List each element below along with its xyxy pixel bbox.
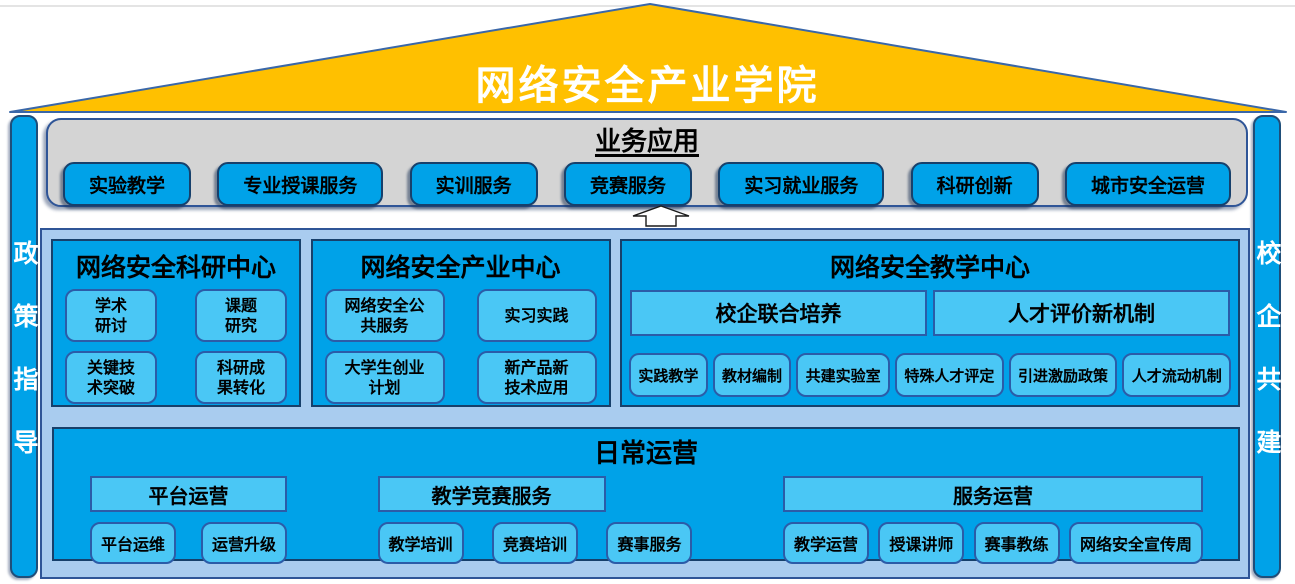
pillar-school-enterprise: 校企共建 xyxy=(1253,115,1282,578)
daily-ops-groups: 平台运营 平台运维 运营升级 教学竞赛服务 教学培训 竞赛培训 赛事服务 服 xyxy=(54,470,1238,564)
box-competition-training: 竞赛培训 xyxy=(491,522,578,564)
center-industry: 网络安全产业中心 网络安全公 共服务 实习实践 大学生创业 计划 新产品新 技术… xyxy=(310,239,611,407)
box-incentive-policy: 引进激励政策 xyxy=(1008,353,1118,397)
center-teaching-headers: 校企联合培养 人才评价新机制 xyxy=(622,284,1238,336)
box-practice-teaching: 实践教学 xyxy=(629,353,708,397)
center-research-title: 网络安全科研中心 xyxy=(75,253,276,282)
app-button-research-innovation: 科研创新 xyxy=(910,162,1039,206)
business-apps-title: 业务应用 xyxy=(594,127,699,157)
app-button-course-service: 专业授课服务 xyxy=(217,162,384,206)
box-ops-upgrade: 运营升级 xyxy=(200,522,287,564)
box-student-entrepreneurship: 大学生创业 计划 xyxy=(324,351,445,404)
center-industry-grid: 网络安全公 共服务 实习实践 大学生创业 计划 新产品新 技术应用 xyxy=(313,284,609,404)
group-service-ops-items: 教学运营 授课讲师 赛事教练 网络安全宣传周 xyxy=(783,522,1203,564)
centers-row: 网络安全科研中心 学术 研讨 课题 研究 关键技 术突破 科研成 果转化 网络安… xyxy=(42,230,1248,407)
box-security-week: 网络安全宣传周 xyxy=(1068,522,1203,564)
box-new-product-tech: 新产品新 技术应用 xyxy=(476,351,597,404)
center-teaching-title: 网络安全教学中心 xyxy=(829,253,1030,282)
box-textbook-compilation: 教材编制 xyxy=(712,353,792,397)
app-button-training-service: 实训服务 xyxy=(409,162,538,206)
pillar-policy-guidance-label: 政策指导 xyxy=(10,239,39,492)
main-panel: 网络安全科研中心 学术 研讨 课题 研究 关键技 术突破 科研成 果转化 网络安… xyxy=(40,228,1250,579)
box-academic-seminar: 学术 研讨 xyxy=(65,289,157,342)
header-joint-training: 校企联合培养 xyxy=(630,290,927,336)
box-talent-mobility: 人才流动机制 xyxy=(1122,353,1232,397)
box-platform-maintenance: 平台运维 xyxy=(90,522,177,564)
group-teaching-competition: 教学竞赛服务 教学培训 竞赛培训 赛事服务 xyxy=(377,476,693,564)
business-apps-panel: 业务应用 实验教学 专业授课服务 实训服务 竞赛服务 实习就业服务 科研创新 城… xyxy=(46,118,1248,207)
app-button-internship-employment: 实习就业服务 xyxy=(718,162,885,206)
header-platform-ops: 平台运营 xyxy=(90,476,287,512)
box-key-tech-breakthrough: 关键技 术突破 xyxy=(65,351,157,404)
box-teaching-training: 教学培训 xyxy=(377,522,464,564)
box-internship-practice: 实习实践 xyxy=(476,289,597,342)
group-platform-ops: 平台运营 平台运维 运营升级 xyxy=(90,476,287,564)
business-apps-row: 实验教学 专业授课服务 实训服务 竞赛服务 实习就业服务 科研创新 城市安全运营 xyxy=(48,162,1246,206)
box-joint-lab: 共建实验室 xyxy=(796,353,891,397)
center-industry-title: 网络安全产业中心 xyxy=(360,253,561,282)
app-button-lab-teaching: 实验教学 xyxy=(63,162,192,206)
daily-ops-title: 日常运营 xyxy=(593,439,698,469)
center-research-grid: 学术 研讨 课题 研究 关键技 术突破 科研成 果转化 xyxy=(53,284,299,404)
group-service-ops: 服务运营 教学运营 授课讲师 赛事教练 网络安全宣传周 xyxy=(783,476,1203,564)
box-event-coach: 赛事教练 xyxy=(973,522,1060,564)
box-topic-research: 课题 研究 xyxy=(195,289,287,342)
header-service-ops: 服务运营 xyxy=(783,476,1203,512)
pillar-school-enterprise-label: 校企共建 xyxy=(1253,239,1282,492)
box-public-service: 网络安全公 共服务 xyxy=(324,289,445,342)
box-special-talent-assessment: 特殊人才评定 xyxy=(895,353,1004,397)
center-teaching: 网络安全教学中心 校企联合培养 人才评价新机制 实践教学 教材编制 共建实验室 … xyxy=(620,239,1240,407)
daily-ops-panel: 日常运营 平台运营 平台运维 运营升级 教学竞赛服务 教学培训 竞赛培训 赛事服… xyxy=(52,427,1240,564)
app-button-city-security-ops: 城市安全运营 xyxy=(1064,162,1231,206)
group-teaching-competition-items: 教学培训 竞赛培训 赛事服务 xyxy=(377,522,693,564)
box-teaching-ops: 教学运营 xyxy=(783,522,870,564)
box-event-service: 赛事服务 xyxy=(606,522,693,564)
group-platform-ops-items: 平台运维 运营升级 xyxy=(90,522,287,564)
center-research: 网络安全科研中心 学术 研讨 课题 研究 关键技 术突破 科研成 果转化 xyxy=(51,239,301,407)
center-teaching-items: 实践教学 教材编制 共建实验室 特殊人才评定 引进激励政策 人才流动机制 xyxy=(622,336,1238,397)
college-title: 网络安全产业学院 xyxy=(475,63,820,109)
roof-triangle xyxy=(9,3,1287,113)
pillar-policy-guidance: 政策指导 xyxy=(10,115,39,578)
up-arrow-icon xyxy=(632,205,690,227)
header-talent-evaluation: 人才评价新机制 xyxy=(933,290,1230,336)
box-research-transformation: 科研成 果转化 xyxy=(195,351,287,404)
app-button-competition-service: 竞赛服务 xyxy=(563,162,692,206)
box-lecturer: 授课讲师 xyxy=(878,522,965,564)
header-teaching-competition: 教学竞赛服务 xyxy=(377,476,606,512)
